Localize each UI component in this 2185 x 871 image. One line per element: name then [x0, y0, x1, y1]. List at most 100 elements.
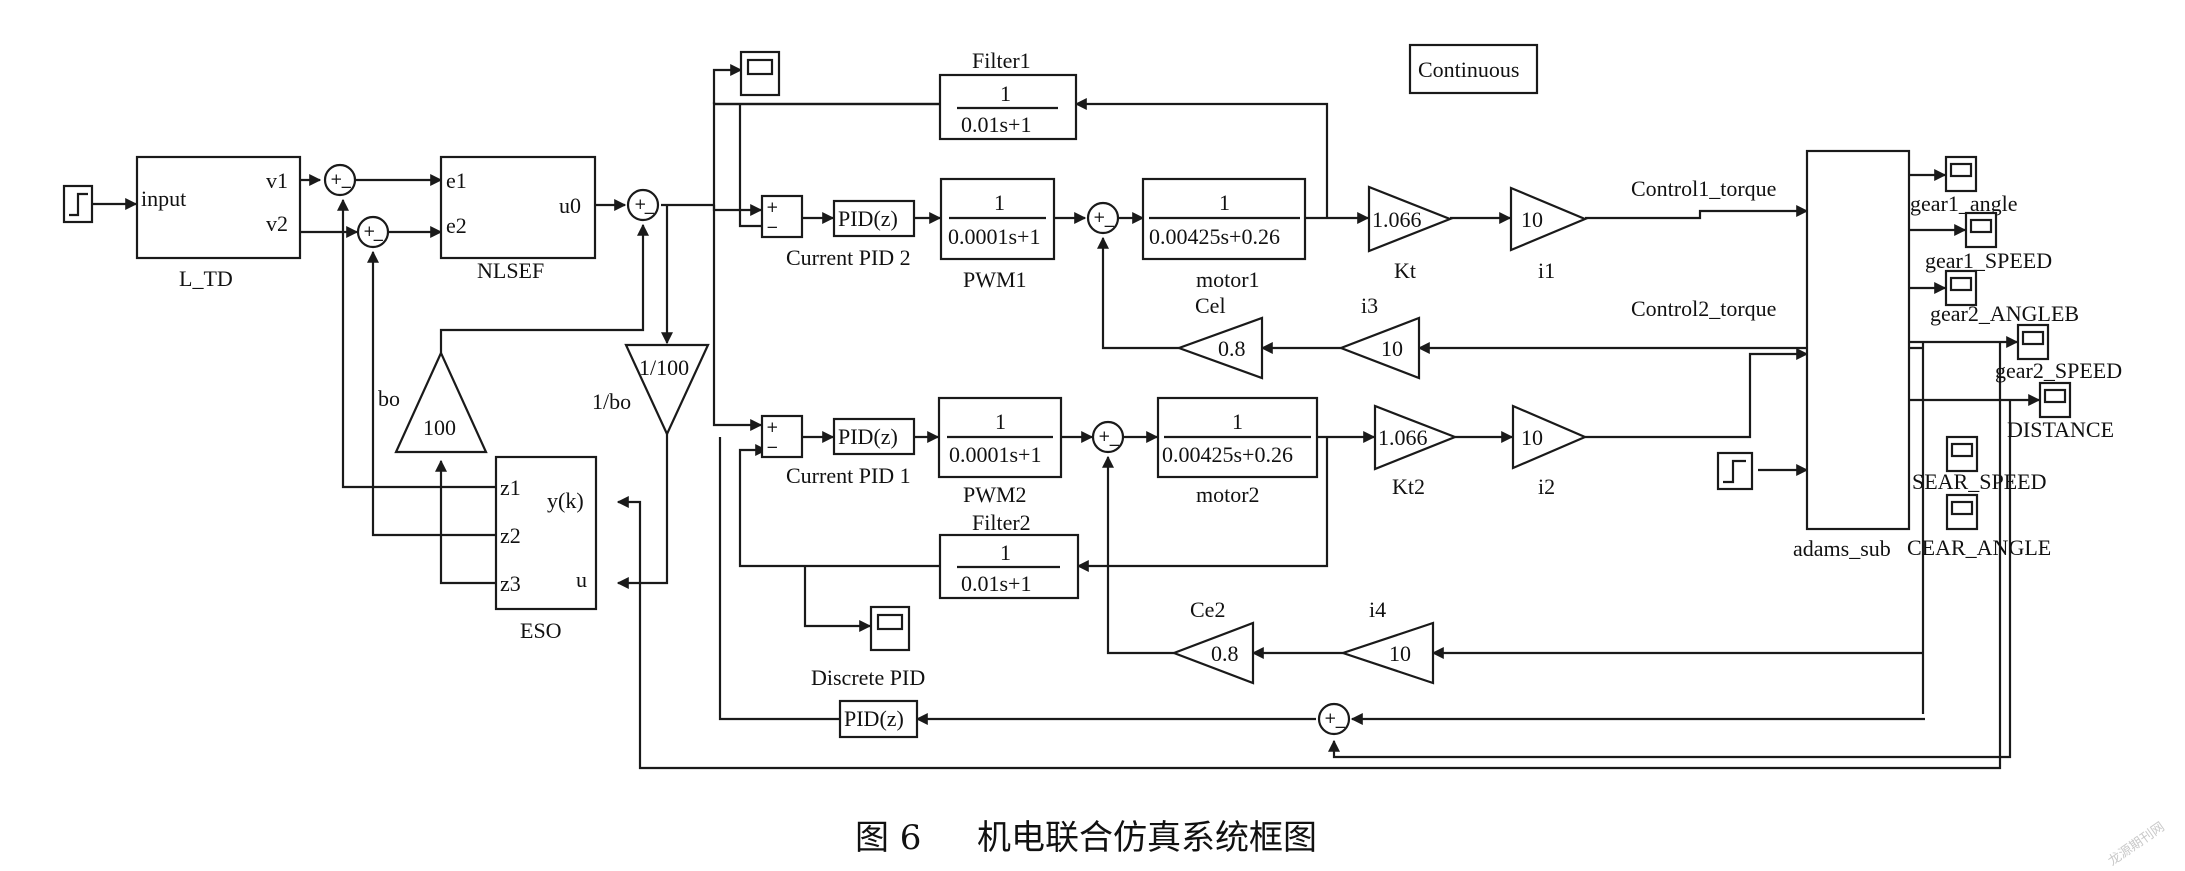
motor-sum1: + −: [1086, 201, 1120, 235]
svg-text:0.01s+1: 0.01s+1: [961, 112, 1031, 137]
step-source-2: [1716, 451, 1754, 491]
pwm1-label: PWM1: [963, 267, 1027, 292]
svg-text:−: −: [766, 438, 779, 456]
nlsef-e1-port: e1: [446, 168, 467, 193]
gain-ce1: 0.8 Cel: [1175, 293, 1264, 380]
svg-text:0.01s+1: 0.01s+1: [961, 571, 1031, 596]
nlsef-block: e1 e2 u0 NLSEF: [439, 155, 597, 283]
svg-text:PID(z): PID(z): [838, 424, 898, 449]
gain-inv-bo-label: 1/bo: [592, 389, 631, 414]
filter1-block: Filter1 1 0.01s+1: [938, 48, 1078, 141]
svg-text:10: 10: [1521, 425, 1543, 450]
svg-text:−: −: [1108, 436, 1121, 454]
eso-yk-port: y(k): [547, 488, 584, 513]
ltd-label: L_TD: [179, 266, 233, 291]
svg-text:1.066: 1.066: [1378, 425, 1428, 450]
svg-text:+: +: [363, 222, 376, 240]
svg-text:SEAR_SPEED: SEAR_SPEED: [1912, 469, 2046, 494]
svg-text:10: 10: [1389, 641, 1411, 666]
svg-text:PID(z): PID(z): [838, 206, 898, 231]
scope-distance: DISTANCE: [2007, 381, 2114, 442]
nlsef-label: NLSEF: [477, 258, 544, 283]
ltd-block: input v1 v2 L_TD: [135, 155, 302, 291]
discrete-pid-scope-label: Discrete PID: [811, 665, 925, 690]
motor2-label: motor2: [1196, 482, 1260, 507]
scope-gear-speed: SEAR_SPEED: [1912, 435, 2046, 494]
gain-inv-bo: 1/100 1/bo: [592, 343, 710, 437]
ltd-v1-port: v1: [266, 168, 288, 193]
svg-text:+: +: [634, 195, 647, 213]
svg-text:0.0001s+1: 0.0001s+1: [949, 442, 1041, 467]
eso-z3-port: z3: [500, 571, 521, 596]
step-source-1: [62, 184, 94, 224]
pwm1-block: 1 0.0001s+1 PWM1: [939, 177, 1056, 292]
gain-bo-label: bo: [378, 386, 400, 411]
svg-text:gear1_angle: gear1_angle: [1910, 191, 2018, 216]
scope-discrete-pid: Discrete PID: [811, 605, 925, 690]
svg-text:1: 1: [1000, 540, 1011, 565]
motor1-label: motor1: [1196, 267, 1260, 292]
nlsef-e2-port: e2: [446, 213, 467, 238]
eso-z2-port: z2: [500, 523, 521, 548]
eso-z1-port: z1: [500, 475, 521, 500]
adams-sub-block: adams_sub: [1793, 149, 1911, 561]
svg-text:0.00425s+0.26: 0.00425s+0.26: [1162, 442, 1293, 467]
gain-i4-label: i4: [1369, 597, 1386, 622]
signal-lines: [92, 64, 2041, 770]
pid-current2: PID(z) Current PID 2: [786, 199, 916, 270]
svg-text:10: 10: [1521, 207, 1543, 232]
gain-i2-label: i2: [1538, 474, 1555, 499]
filter1-label: Filter1: [972, 48, 1031, 73]
svg-text:−: −: [643, 204, 656, 222]
figure-title: 机电联合仿真系统框图: [977, 818, 1317, 858]
control2-torque-label: Control2_torque: [1631, 296, 1776, 321]
svg-text:+: +: [766, 198, 779, 216]
svg-text:CEAR_ANGLE: CEAR_ANGLE: [1907, 535, 2051, 560]
pid-discrete: PID(z): [838, 699, 919, 739]
current-sum-lower: + −: [760, 414, 804, 459]
pid-current1-label: Current PID 1: [786, 463, 911, 488]
svg-text:gear2_SPEED: gear2_SPEED: [1995, 358, 2122, 383]
pid-current1: PID(z) Current PID 1: [786, 417, 916, 488]
gain-i2: 10 i2: [1511, 404, 1588, 499]
gain-i1-label: i1: [1538, 258, 1555, 283]
svg-text:DISTANCE: DISTANCE: [2007, 417, 2114, 442]
gain-i4: 10 i4: [1339, 597, 1435, 685]
motor-sum2: + −: [1091, 420, 1125, 454]
svg-text:−: −: [372, 231, 385, 249]
ltd-input-port: input: [141, 186, 186, 211]
figure-caption: 图 6 机电联合仿真系统框图: [855, 818, 1317, 858]
eso-block: z1 z2 z3 y(k) u ESO: [494, 455, 598, 643]
gain-bo: 100 bo: [378, 350, 488, 454]
control1-torque-label: Control1_torque: [1631, 176, 1776, 201]
sum-v1: + −: [323, 163, 357, 197]
current-sum-upper: + −: [760, 194, 804, 239]
svg-text:1: 1: [1232, 409, 1243, 434]
scope-gear1-angle: gear1_angle: [1910, 155, 2018, 216]
scope-gear2-speed: gear2_SPEED: [1995, 323, 2122, 383]
svg-text:gear1_SPEED: gear1_SPEED: [1925, 248, 2052, 273]
ltd-v2-port: v2: [266, 211, 288, 236]
svg-text:0.0001s+1: 0.0001s+1: [948, 224, 1040, 249]
gain-ce2-label: Ce2: [1190, 597, 1225, 622]
scope-gear2-angle: gear2_ANGLEB: [1930, 269, 2079, 326]
svg-text:Continuous: Continuous: [1418, 57, 1519, 82]
sum-v2: + −: [356, 215, 390, 249]
gain-ce2: 0.8 Ce2: [1170, 597, 1255, 685]
svg-text:+: +: [1324, 709, 1337, 727]
adams-sub-label: adams_sub: [1793, 536, 1891, 561]
gain-kt2: 1.066 Kt2: [1373, 404, 1459, 499]
gain-kt: 1.066 Kt: [1367, 185, 1453, 283]
scope-top: [739, 50, 781, 97]
motor1-block: 1 0.00425s+0.26 motor1: [1141, 177, 1307, 292]
pwm2-block: 1 0.0001s+1 PWM2: [937, 396, 1063, 507]
svg-text:0.8: 0.8: [1211, 641, 1239, 666]
svg-text:−: −: [340, 178, 353, 196]
eso-u-port: u: [576, 567, 587, 592]
svg-text:PID(z): PID(z): [844, 706, 904, 731]
svg-text:0.00425s+0.26: 0.00425s+0.26: [1149, 224, 1280, 249]
svg-text:1.066: 1.066: [1372, 207, 1422, 232]
sum-u0: + −: [626, 188, 660, 222]
sum-outer: + −: [1317, 702, 1351, 736]
